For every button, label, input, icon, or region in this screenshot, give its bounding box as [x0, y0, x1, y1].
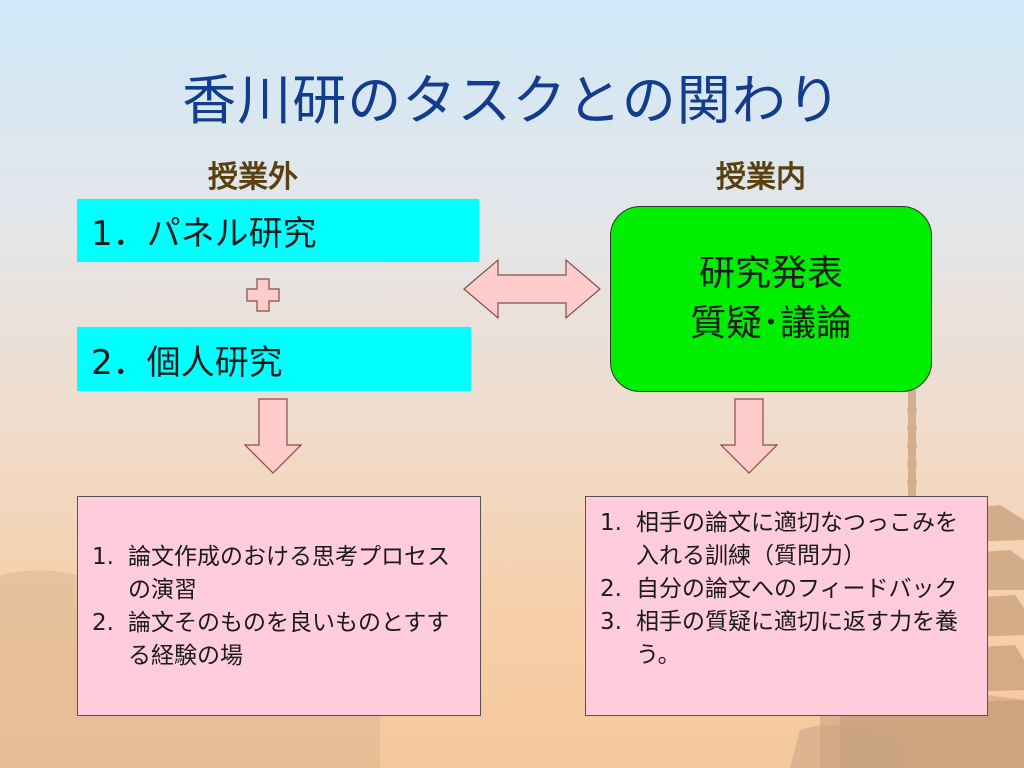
list-item-text: 自分の論文へのフィードバック — [636, 576, 958, 602]
list-item-number: 3. — [600, 609, 622, 635]
list-item-text: 相手の論文に適切なつっこみを入れる訓練（質問力） — [636, 510, 958, 569]
panel-research-label: 1．パネル研究 — [91, 214, 317, 254]
list-item-text: 論文そのものを良いものとすする経験の場 — [128, 610, 450, 669]
presentation-line-1: 研究発表 — [698, 252, 843, 294]
list-item: 1. 相手の論文に適切なつっこみを入れる訓練（質問力） — [594, 507, 977, 573]
list-item: 3. 相手の質疑に適切に返す力を養う。 — [594, 606, 977, 672]
slide-title: 香川研のタスクとの関わり — [182, 69, 842, 132]
list-item-number: 1. — [600, 510, 622, 536]
down-arrow-icon — [244, 398, 302, 474]
list-item-number: 1. — [92, 544, 114, 570]
plus-icon — [246, 278, 280, 312]
list-item: 2. 自分の論文へのフィードバック — [594, 573, 977, 606]
inside-class-outcomes-list: 1. 相手の論文に適切なつっこみを入れる訓練（質問力） 2. 自分の論文へのフィ… — [594, 507, 977, 672]
list-item-text: 論文作成のおける思考プロセスの演習 — [128, 544, 450, 603]
double-arrow-icon — [463, 258, 601, 320]
label-outside-class: 授業外 — [208, 160, 298, 195]
list-item: 2. 論文そのものを良いものとすする経験の場 — [86, 607, 466, 673]
list-item-text: 相手の質疑に適切に返す力を養う。 — [636, 609, 958, 668]
down-arrow-icon — [720, 398, 778, 474]
list-item-number: 2. — [600, 576, 622, 602]
list-item: 1. 論文作成のおける思考プロセスの演習 — [86, 541, 466, 607]
list-item-number: 2. — [92, 610, 114, 636]
outside-class-outcomes-list: 1. 論文作成のおける思考プロセスの演習 2. 論文そのものを良いものとすする経… — [86, 541, 466, 673]
presentation-discussion-box: 研究発表 質疑･議論 — [610, 206, 932, 392]
tree-branch-silhouette — [790, 724, 900, 768]
label-inside-class: 授業内 — [716, 160, 806, 195]
presentation-line-2: 質疑･議論 — [689, 303, 852, 344]
inside-class-outcomes-box: 1. 相手の論文に適切なつっこみを入れる訓練（質問力） 2. 自分の論文へのフィ… — [585, 496, 988, 716]
individual-research-box: 2．個人研究 — [77, 327, 471, 391]
panel-research-box: 1．パネル研究 — [77, 199, 479, 262]
individual-research-label: 2．個人研究 — [91, 342, 283, 383]
outside-class-outcomes-box: 1. 論文作成のおける思考プロセスの演習 2. 論文そのものを良いものとすする経… — [77, 496, 481, 716]
